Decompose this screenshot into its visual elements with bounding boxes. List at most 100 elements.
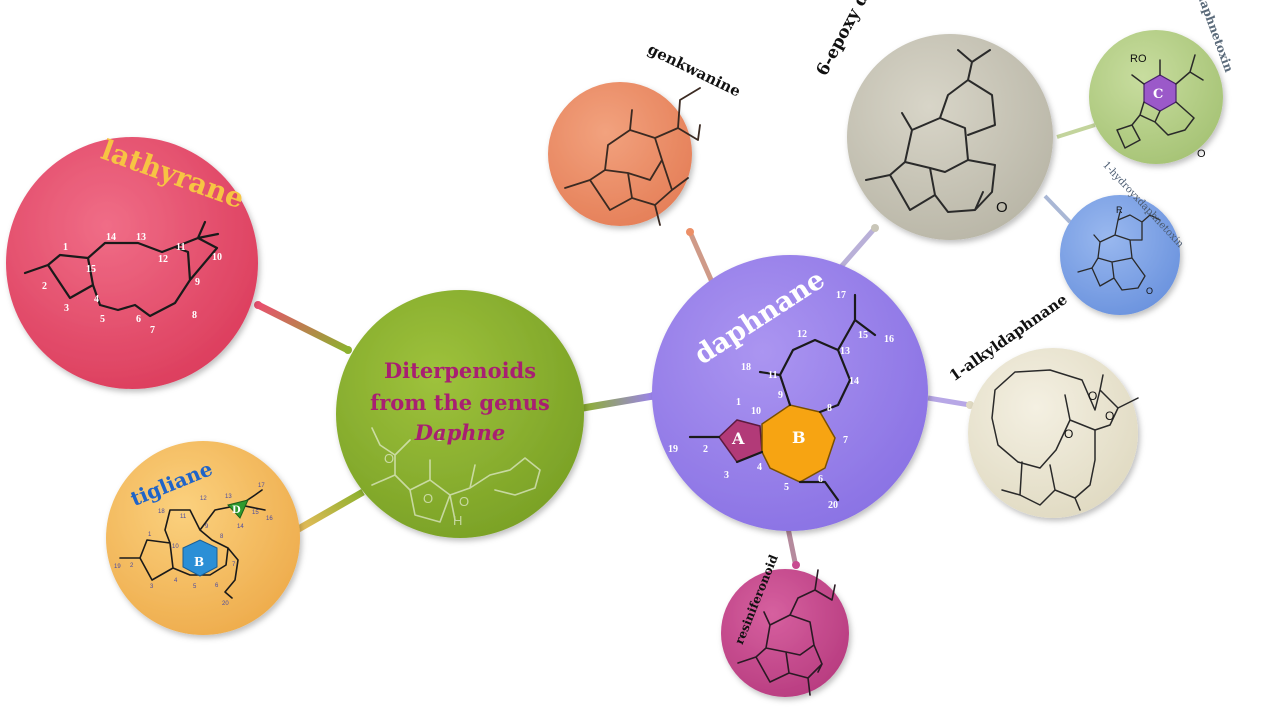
- tigliane-atom-number: 4: [174, 578, 178, 584]
- connector-resiniferonoid: [785, 527, 799, 568]
- tigliane-atom-number: 13: [225, 494, 232, 500]
- connector-daphnane: [582, 392, 654, 412]
- ring-a-label: A: [731, 429, 745, 448]
- lathyrane-atom-number: 8: [192, 310, 197, 321]
- lathyrane-atom-number: 14: [106, 232, 116, 243]
- ring-b-label: B: [792, 428, 806, 447]
- lathyrane-atom-number: 9: [195, 277, 200, 288]
- atom-o: O: [1064, 427, 1073, 441]
- ring-c-label: C: [1153, 87, 1163, 102]
- connector-lathyrane: [256, 301, 350, 354]
- connector-alkyl: [927, 395, 971, 408]
- daphnane-atom-number: 15: [858, 330, 868, 341]
- connector-dot: [686, 228, 694, 236]
- daphnane-atom-number: 12: [797, 329, 807, 340]
- lathyrane-atom-number: 5: [100, 314, 105, 325]
- daphnane-atom-number: 18: [741, 362, 751, 373]
- connector-dot: [344, 346, 352, 354]
- tigliane-atom-number: 18: [158, 509, 165, 515]
- atom-o: O: [459, 494, 469, 509]
- daphnane-atom-number: 19: [668, 444, 678, 455]
- connector-dot: [871, 224, 879, 232]
- lathyrane-atom-number: 13: [136, 232, 146, 243]
- ring-d-tigliane: [227, 499, 249, 519]
- lathyrane-atom-number: 2: [42, 281, 47, 292]
- tigliane-node[interactable]: [106, 441, 300, 635]
- tigliane-atom-number: 15: [252, 510, 259, 516]
- atom-o: O: [1088, 389, 1097, 403]
- lathyrane-atom-number: 6: [136, 314, 141, 325]
- lathyrane-atom-number: 10: [212, 252, 222, 263]
- daphnane-atom-number: 7: [843, 435, 848, 446]
- connector-genkwanine: [687, 230, 715, 284]
- center-title-line1: Diterpenoids: [384, 358, 536, 383]
- daphnane-atom-number: 6: [818, 474, 823, 485]
- daphnane-atom-number: 13: [840, 346, 850, 357]
- atom-h: H: [453, 513, 462, 528]
- daphnane-atom-number: 1: [736, 397, 741, 408]
- genkwanine-node[interactable]: [548, 82, 692, 226]
- atom-o: O: [1197, 148, 1206, 160]
- connector-hydroxy: [1043, 194, 1072, 224]
- connector-tigliane: [286, 488, 365, 539]
- connector-dot: [254, 301, 262, 309]
- lathyrane-atom-number: 3: [64, 303, 69, 314]
- connector-daphnetoxin: [1056, 123, 1096, 139]
- lathyrane-atom-number: 11: [176, 242, 185, 253]
- tigliane-atom-number: 7: [232, 562, 236, 568]
- atom-ro: RO: [1130, 53, 1147, 65]
- center-faint-structure: O O O O H: [371, 427, 541, 528]
- tigliane-atom-number: 19: [114, 564, 121, 570]
- hydroxy-node[interactable]: [1060, 195, 1180, 315]
- tigliane-atom-number: 2: [130, 563, 134, 569]
- tigliane-atom-number: 10: [172, 544, 179, 550]
- connector-dot: [792, 561, 800, 569]
- center-title-line3: Daphne: [414, 420, 505, 445]
- lathyrane-atom-number: 12: [158, 254, 168, 265]
- daphnane-atom-number: 16: [884, 334, 894, 345]
- ring-b-tigliane: [182, 539, 218, 577]
- daphnane-atom-number: 9: [778, 390, 783, 401]
- connector-dot: [966, 401, 974, 409]
- tigliane-atom-number: 11: [180, 514, 187, 520]
- tigliane-atom-number: 3: [150, 584, 154, 590]
- tigliane-atom-number: 12: [200, 496, 207, 502]
- resiniferonoid-node[interactable]: [721, 569, 849, 697]
- atom-o: O: [1105, 409, 1114, 423]
- daphnane-atom-number: 8: [827, 403, 832, 414]
- atom-o: O: [996, 199, 1008, 216]
- daphnane-atom-number: 4: [757, 462, 762, 473]
- connectors: [254, 123, 1096, 569]
- epoxy-node[interactable]: [847, 34, 1053, 240]
- ring-b-tigliane-label: B: [194, 555, 204, 569]
- lathyrane-atom-number: 15: [86, 264, 96, 275]
- lathyrane-atom-number: 7: [150, 325, 155, 336]
- lathyrane-node[interactable]: [6, 137, 258, 389]
- tigliane-atom-number: 6: [215, 583, 219, 589]
- daphnane-atom-number: 5: [784, 482, 789, 493]
- atom-r: R: [1116, 205, 1123, 215]
- tigliane-atom-number: 5: [193, 584, 197, 590]
- tigliane-atom-number: 8: [220, 534, 224, 540]
- connector-epoxy: [838, 226, 877, 270]
- daphnane-atom-number: 2: [703, 444, 708, 455]
- ring-b: [761, 404, 836, 483]
- ring-a: [718, 419, 763, 463]
- alkyl-node[interactable]: [968, 348, 1138, 518]
- atom-o: O: [384, 451, 394, 466]
- daphnane-atom-number: 17: [836, 290, 846, 301]
- ring-d-tigliane-label: D: [232, 505, 241, 516]
- tigliane-atom-number: 9: [205, 524, 209, 530]
- daphnane-atom-number: 11: [768, 370, 777, 381]
- center-title-line2: from the genus: [370, 390, 550, 415]
- daphnane-atom-number: 14: [849, 376, 859, 387]
- atom-o: O: [423, 491, 433, 506]
- center-title: Diterpenoids from the genus Daphne: [370, 358, 550, 445]
- center-node[interactable]: [336, 290, 584, 538]
- daphnane-atom-number: 20: [828, 500, 838, 511]
- tigliane-atom-number: 17: [258, 483, 265, 489]
- tigliane-atom-number: 20: [222, 601, 229, 607]
- tigliane-atom-number: 16: [266, 516, 273, 522]
- tigliane-atom-number: 1: [148, 532, 152, 538]
